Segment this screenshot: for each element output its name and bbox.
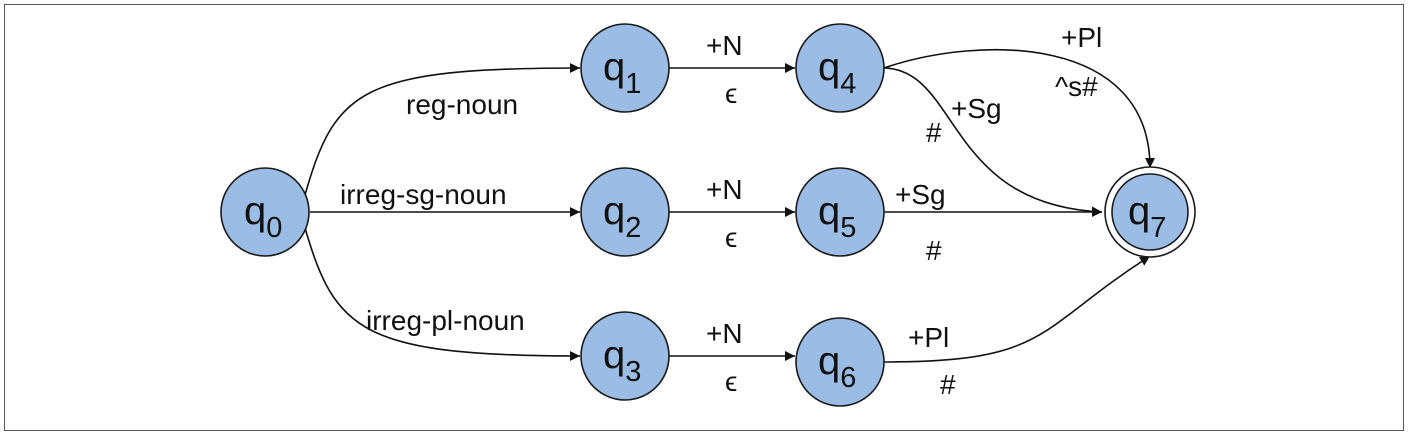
state-q1-label: q1 xyxy=(603,45,641,100)
edge-label-q3q6-upper: +N xyxy=(706,318,743,349)
state-q7-accepting: q7 xyxy=(1104,166,1196,258)
state-q7-label: q7 xyxy=(1128,189,1166,244)
edge-label-irreg-pl-noun: irreg-pl-noun xyxy=(366,305,525,336)
edge-label-q4q7-pl-upper: +Pl xyxy=(1061,22,1102,53)
edge-label-q4q7-pl-lower: ^s# xyxy=(1055,71,1098,102)
edge-q4-q7-pl xyxy=(883,48,1155,169)
edge-label-q5q7-upper: +Sg xyxy=(895,179,946,210)
edge-q4-q7-sg xyxy=(883,67,1103,217)
state-q5-label: q5 xyxy=(818,189,856,244)
state-q6: q6 xyxy=(795,317,885,407)
edge-label-q2q5-upper: +N xyxy=(706,174,743,205)
edge-label-q3q6-lower: ϵ xyxy=(725,366,737,397)
state-q4: q4 xyxy=(795,23,885,113)
state-q4-label: q4 xyxy=(818,45,856,100)
state-q3-label: q3 xyxy=(603,333,641,388)
edge-q0-q1 xyxy=(304,63,581,196)
edge-label-q5q7-lower: # xyxy=(926,235,942,266)
state-q0: q0 xyxy=(220,167,310,257)
state-q3: q3 xyxy=(580,311,670,401)
edge-q0-q3 xyxy=(304,227,581,361)
edge-label-irreg-sg-noun: irreg-sg-noun xyxy=(340,179,507,210)
state-q0-label: q0 xyxy=(244,189,282,244)
state-q5: q5 xyxy=(795,167,885,257)
edge-label-q6q7-lower: # xyxy=(940,369,956,400)
edge-label-q4q7-sg-upper: +Sg xyxy=(951,93,1002,124)
edge-label-q4q7-sg-lower: # xyxy=(926,117,942,148)
state-q6-label: q6 xyxy=(818,339,856,394)
state-q2: q2 xyxy=(580,167,670,257)
state-q2-label: q2 xyxy=(603,189,641,244)
edge-label-q1q4-upper: +N xyxy=(706,30,743,61)
edge-q6-q7 xyxy=(883,255,1151,363)
edge-label-q2q5-lower: ϵ xyxy=(725,222,737,253)
edge-label-q6q7-upper: +Pl xyxy=(908,322,949,353)
edge-label-q1q4-lower: ϵ xyxy=(725,78,737,109)
state-q1: q1 xyxy=(580,23,670,113)
edge-label-reg-noun: reg-noun xyxy=(406,89,518,120)
